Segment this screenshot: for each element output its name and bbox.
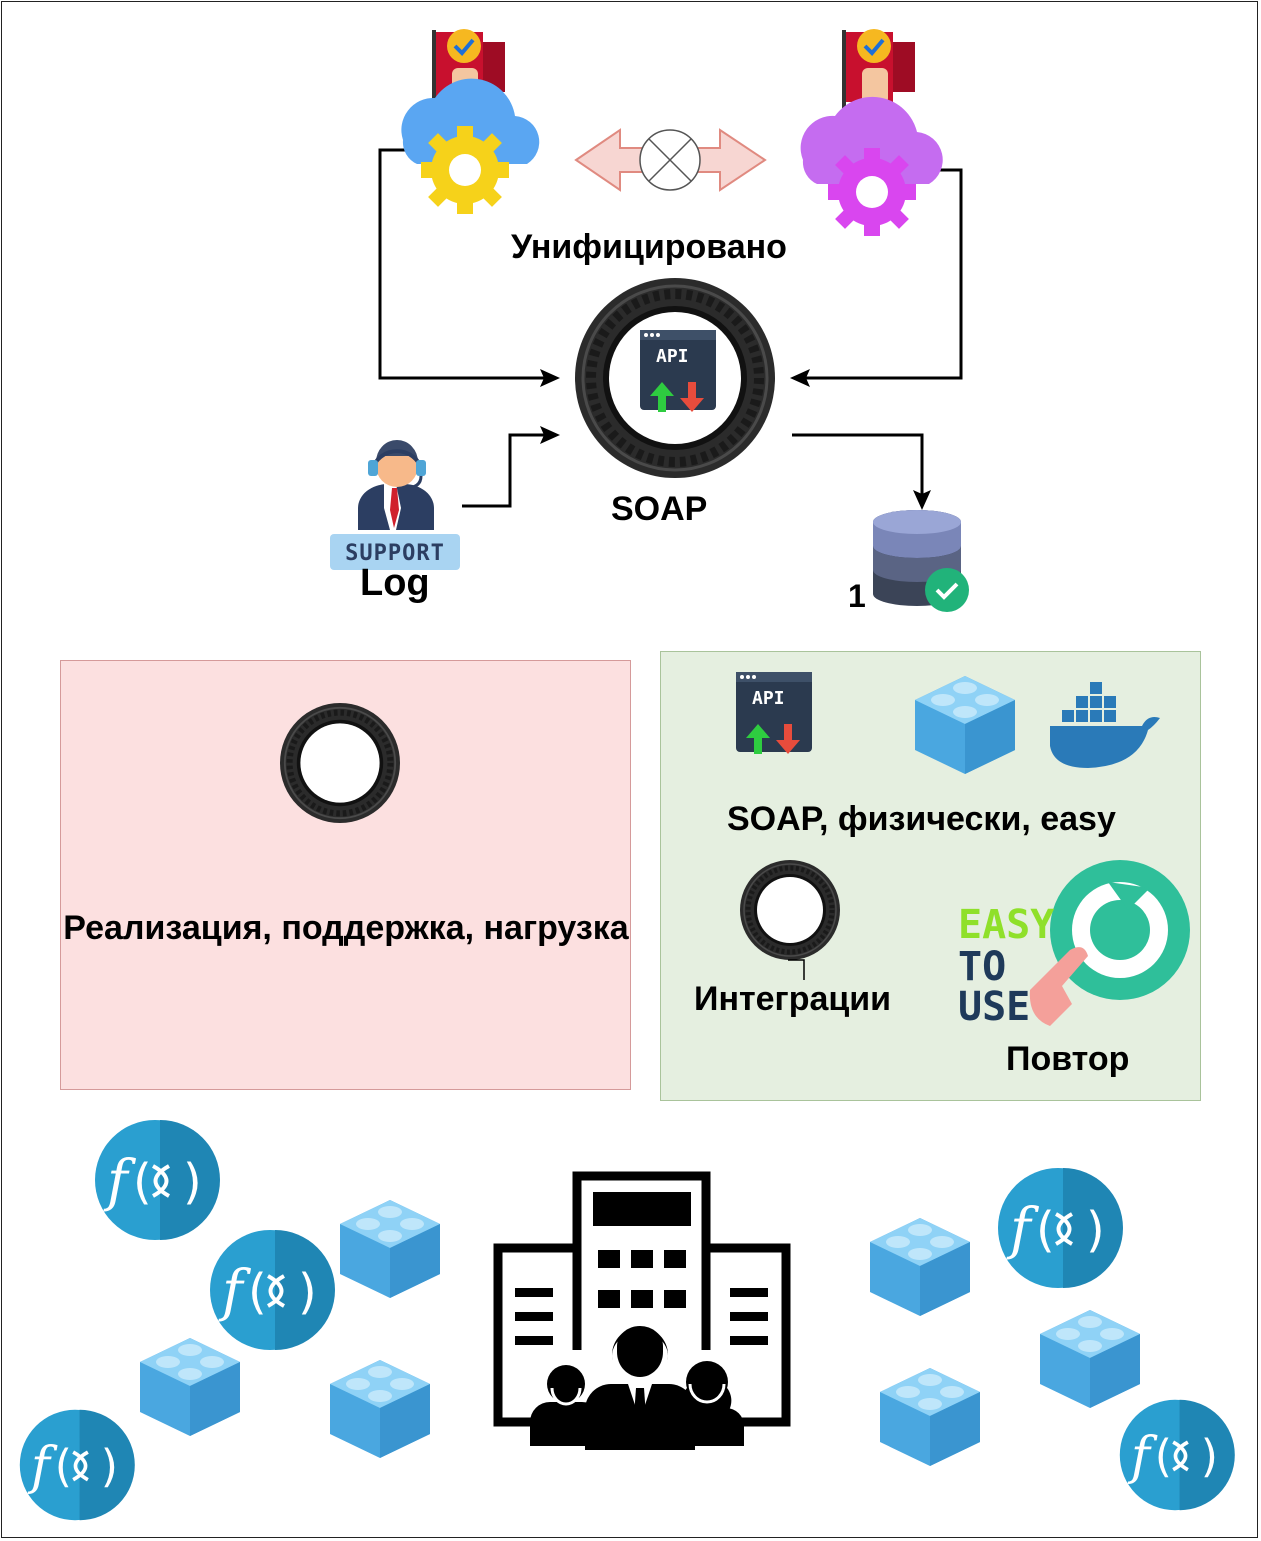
integrations-connector	[788, 959, 805, 980]
lego-brick-icon	[140, 1338, 240, 1436]
tire-icon	[280, 703, 400, 823]
repeat-icon	[1050, 860, 1190, 1000]
log-label: Log	[360, 562, 430, 604]
arrowheads	[540, 369, 931, 510]
lego-brick-icon	[1040, 1310, 1140, 1408]
office-building-people-icon	[493, 1171, 791, 1450]
use-label: USE	[958, 984, 1030, 1030]
easy-to-use-icon: EASY TO USE	[958, 902, 1088, 1030]
docker-whale-icon	[1050, 682, 1160, 768]
connector-lines	[378, 148, 963, 508]
cloud-gear-icon	[800, 29, 943, 236]
repeat-label: Повтор	[1006, 1040, 1130, 1078]
api-label: API	[752, 688, 785, 709]
lego-brick-icon	[330, 1360, 430, 1458]
blocked-double-arrow-icon	[574, 128, 767, 192]
function-dna-icon	[17, 1407, 137, 1523]
function-dna-icon	[93, 1118, 222, 1242]
api-icon: API	[736, 672, 812, 754]
function-dna-icon	[996, 1166, 1125, 1290]
function-dna-icon	[208, 1228, 337, 1352]
function-dna-icon	[1117, 1397, 1237, 1513]
database-check-icon	[873, 510, 969, 612]
easy-label: EASY	[958, 902, 1054, 948]
lego-brick-icon	[880, 1368, 980, 1466]
cloud-gear-icon	[401, 29, 540, 214]
support-agent-icon: SUPPORT	[330, 440, 460, 570]
api-icon: API	[640, 330, 716, 412]
lego-brick-icon	[915, 676, 1015, 774]
soap-label: SOAP	[611, 490, 708, 528]
tire-icon	[740, 860, 840, 960]
support-badge-label: SUPPORT	[345, 541, 445, 566]
soap-easy-label: SOAP, физически, easy	[727, 800, 1116, 838]
lego-brick-icon	[340, 1200, 440, 1298]
lego-brick-icon	[870, 1218, 970, 1316]
to-label: TO	[958, 944, 1006, 990]
database-count-label: 1	[848, 578, 866, 614]
api-label: API	[656, 346, 689, 367]
integrations-label: Интеграции	[694, 980, 892, 1018]
implementation-label: Реализация, поддержка, нагрузка	[63, 909, 629, 947]
unified-label: Унифицировано	[511, 228, 787, 266]
